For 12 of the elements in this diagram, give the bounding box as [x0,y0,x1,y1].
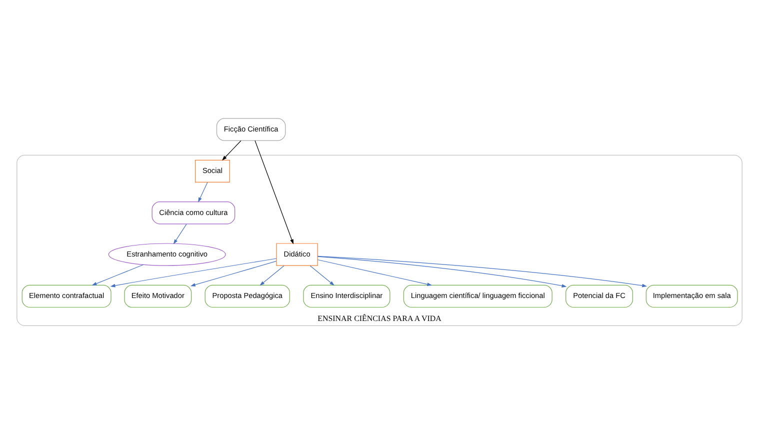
arrow [310,264,334,286]
arrow [317,256,567,287]
arrow [254,140,294,244]
arrow [190,260,277,286]
arrow [222,140,242,160]
arrow [92,264,144,285]
arrow [173,223,187,244]
arrow [317,258,432,286]
arrow [317,255,648,287]
arrow [260,264,284,286]
arrow [110,258,277,287]
arrow [198,182,208,202]
